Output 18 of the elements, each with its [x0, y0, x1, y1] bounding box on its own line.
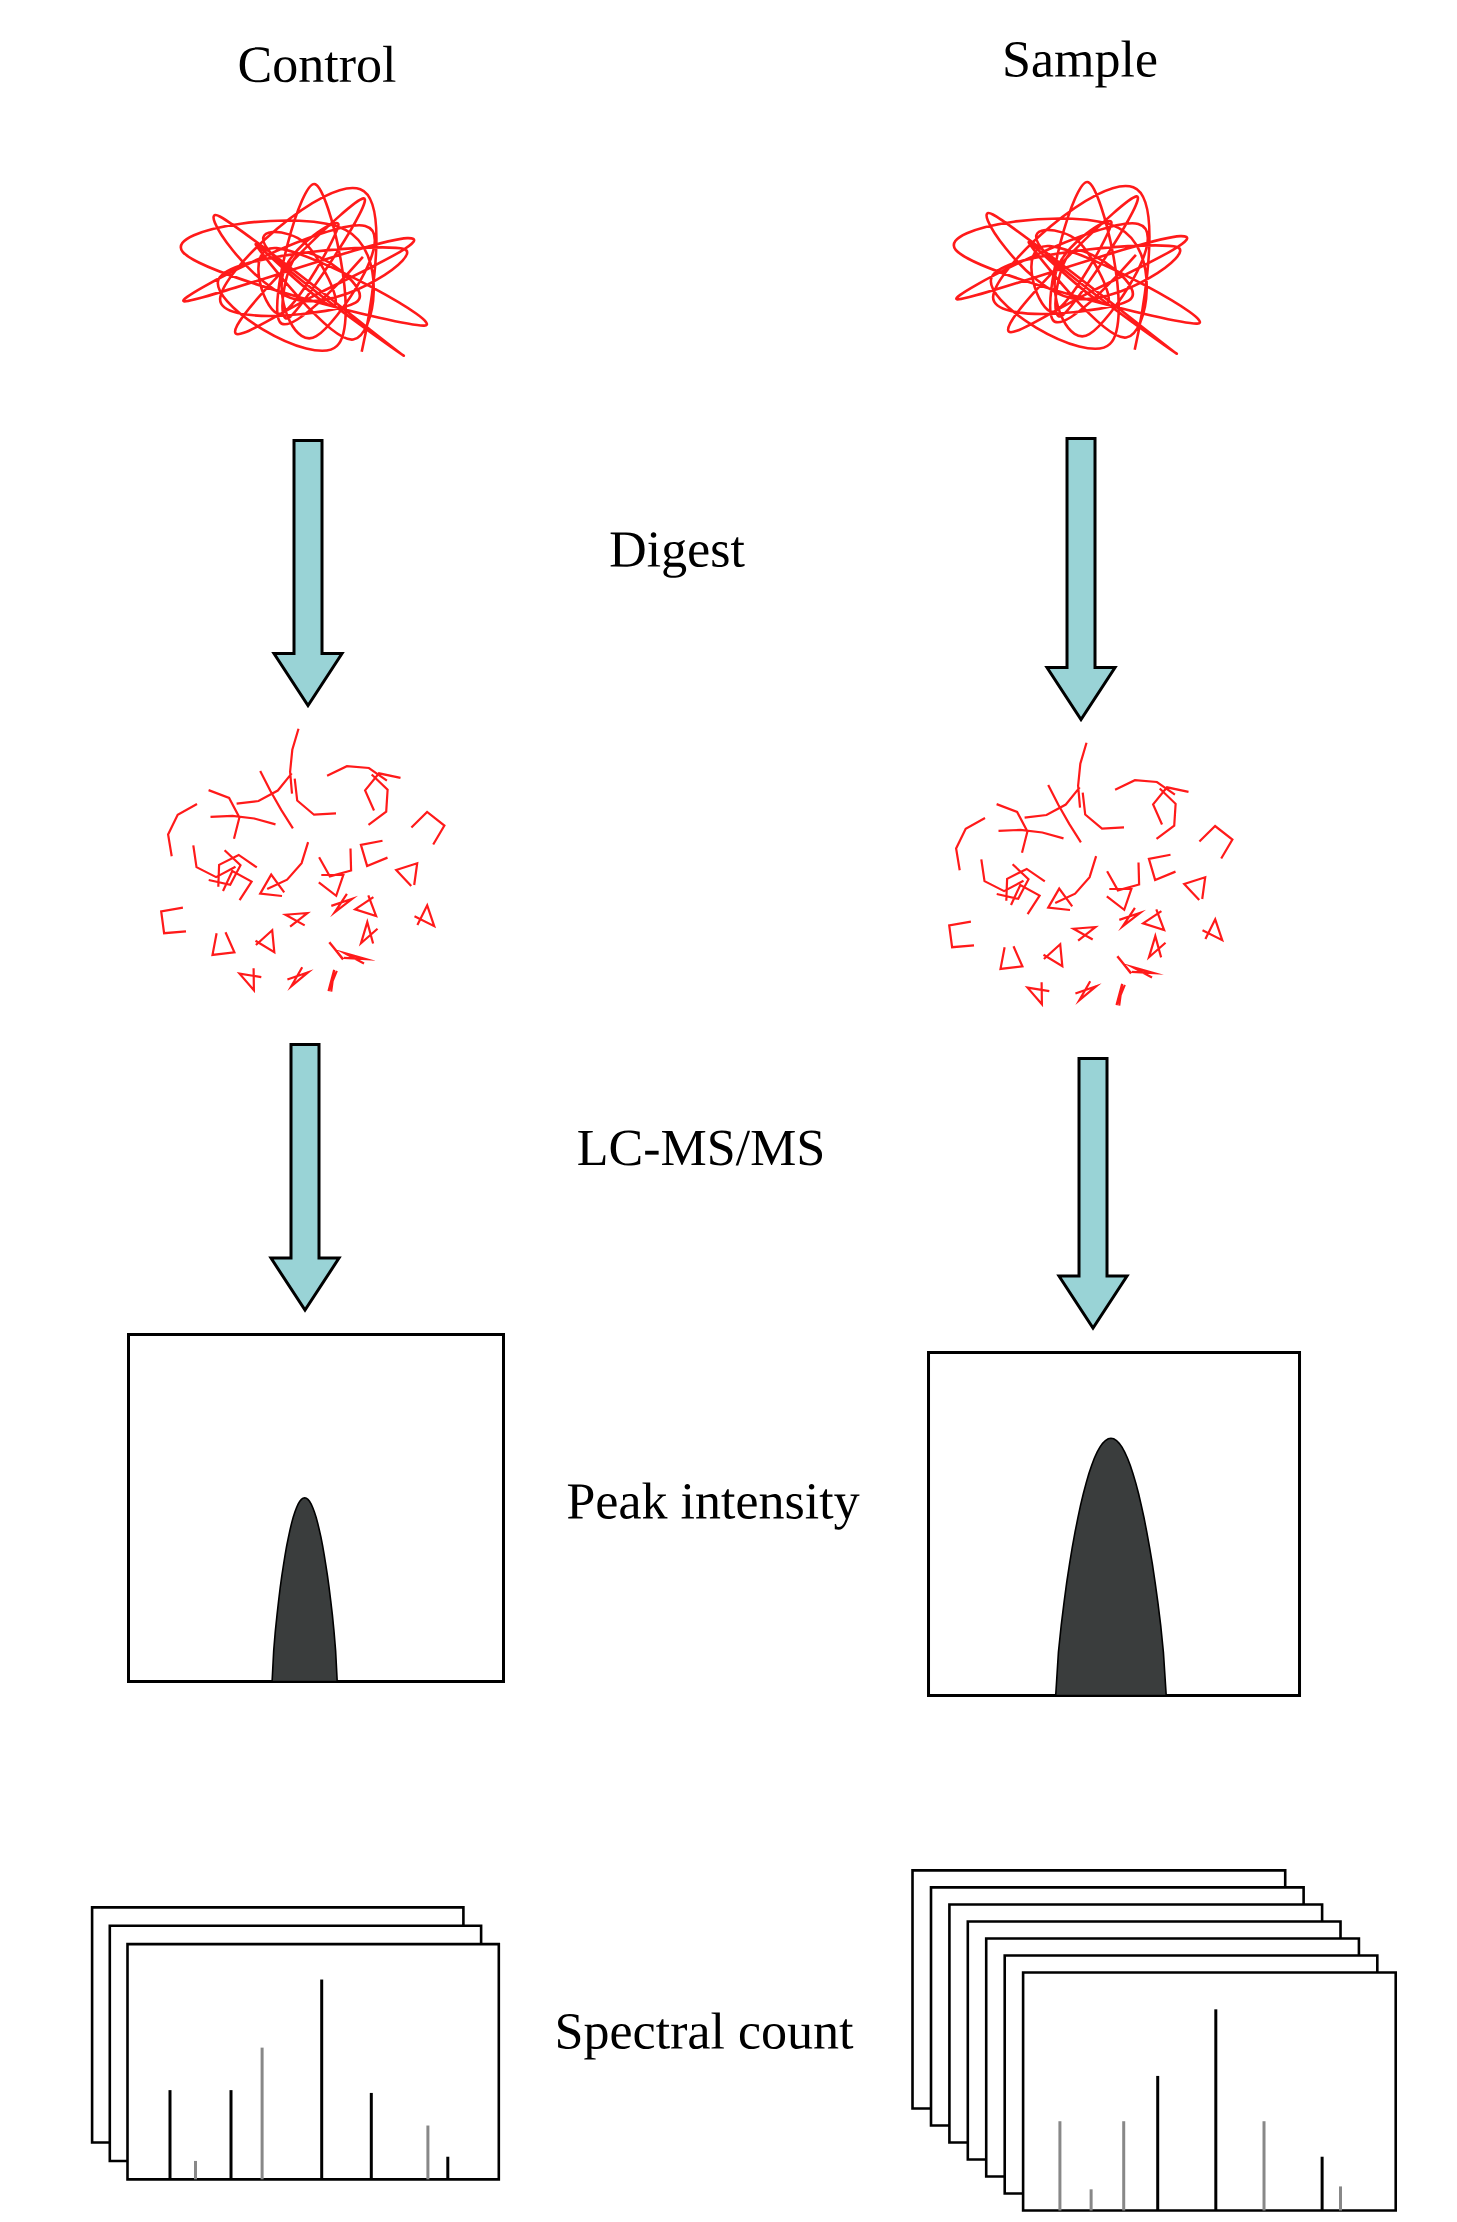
block-arrow	[1056, 1056, 1130, 1331]
tangled-protein-drawing	[954, 180, 1199, 355]
column-heading: Control	[239, 45, 396, 83]
column-heading: Sample	[1005, 40, 1157, 88]
step-label: Spectral count	[558, 2012, 854, 2060]
spectra-stack-drawing	[90, 1906, 501, 2181]
peptide-fragments-drawing	[159, 727, 446, 994]
chromatogram-peak-drawing	[127, 1333, 505, 1683]
step-label: Digest	[610, 532, 745, 578]
tangled-protein-drawing	[181, 182, 426, 357]
block-arrow	[268, 1042, 342, 1313]
peptide-fragments-drawing	[948, 741, 1234, 1008]
block-arrow	[271, 438, 345, 709]
step-label: Peak intensity	[567, 1482, 860, 1530]
block-arrow	[1044, 436, 1118, 723]
step-label: LC-MS/MS	[578, 1130, 823, 1166]
chromatogram-peak-drawing	[927, 1351, 1301, 1697]
spectra-stack-drawing	[911, 1869, 1397, 2212]
